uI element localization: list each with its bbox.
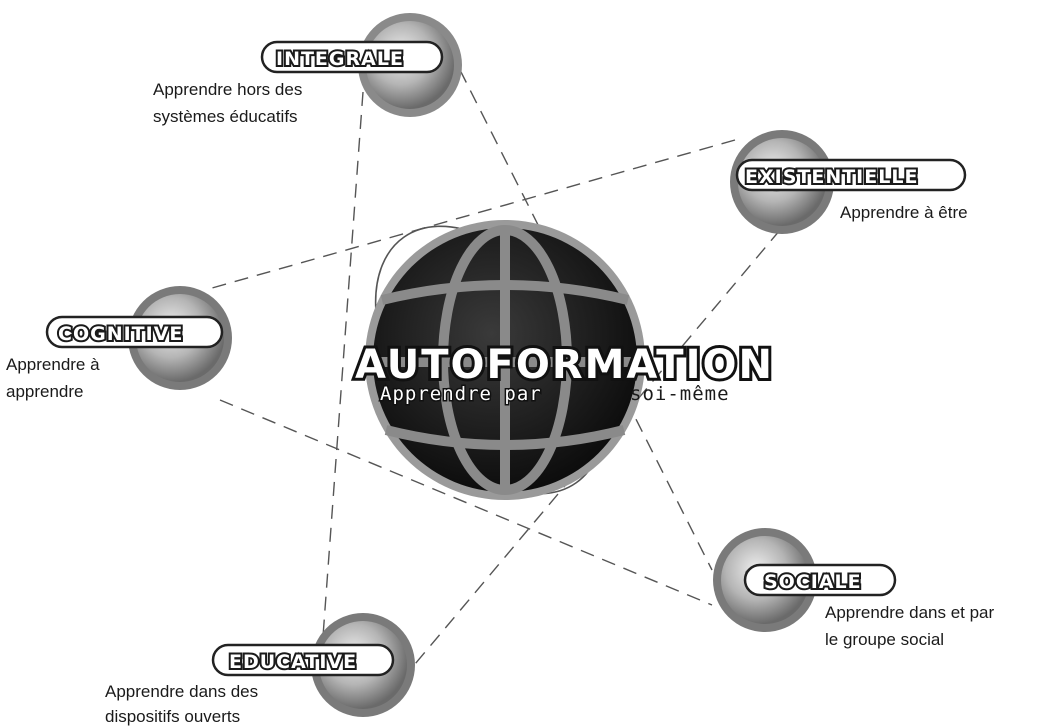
node-label-pill: [45, 315, 224, 349]
node-desc-line: apprendre: [6, 382, 84, 401]
node-desc-line: le groupe social: [825, 630, 944, 649]
link-cognitive-sociale: [219, 399, 713, 606]
center-subtitle: Apprendre par: [380, 383, 542, 405]
node-integrale: INTEGRALE Apprendre hors des systèmes éd…: [153, 13, 462, 126]
node-cognitive: COGNITIVE Apprendre à apprendre: [6, 286, 232, 401]
node-label: EXISTENTIELLE: [745, 166, 918, 188]
node-label-pill: [743, 563, 897, 597]
node-educative: EDUCATIVE Apprendre dans des dispositifs…: [105, 613, 415, 726]
node-desc-line: Apprendre dans et par: [825, 603, 995, 622]
node-desc-line: dispositifs ouverts: [105, 707, 240, 726]
node-desc-line: Apprendre à être: [840, 203, 968, 222]
center-subtitle-tail: soi-même: [630, 383, 730, 405]
node-desc-line: systèmes éducatifs: [153, 107, 298, 126]
node-desc-line: Apprendre à: [6, 355, 100, 374]
center-globe-icon: [365, 220, 645, 500]
node-existentielle: EXISTENTIELLE Apprendre à être: [730, 130, 968, 234]
node-label-pill: [735, 158, 967, 192]
node-label: EDUCATIVE: [229, 651, 357, 673]
node-label-pill: [260, 40, 444, 74]
center-title: AUTOFORMATION: [355, 342, 774, 388]
node-label: COGNITIVE: [58, 323, 183, 345]
node-desc-line: Apprendre hors des: [153, 80, 302, 99]
node-desc-line: Apprendre dans des: [105, 682, 258, 701]
node-label: SOCIALE: [764, 571, 862, 593]
node-sociale: SOCIALE Apprendre dans et par le groupe …: [713, 528, 995, 649]
link-integrale-educative: [321, 91, 364, 651]
node-label-pill: [211, 643, 395, 677]
node-label: INTEGRALE: [276, 48, 404, 70]
